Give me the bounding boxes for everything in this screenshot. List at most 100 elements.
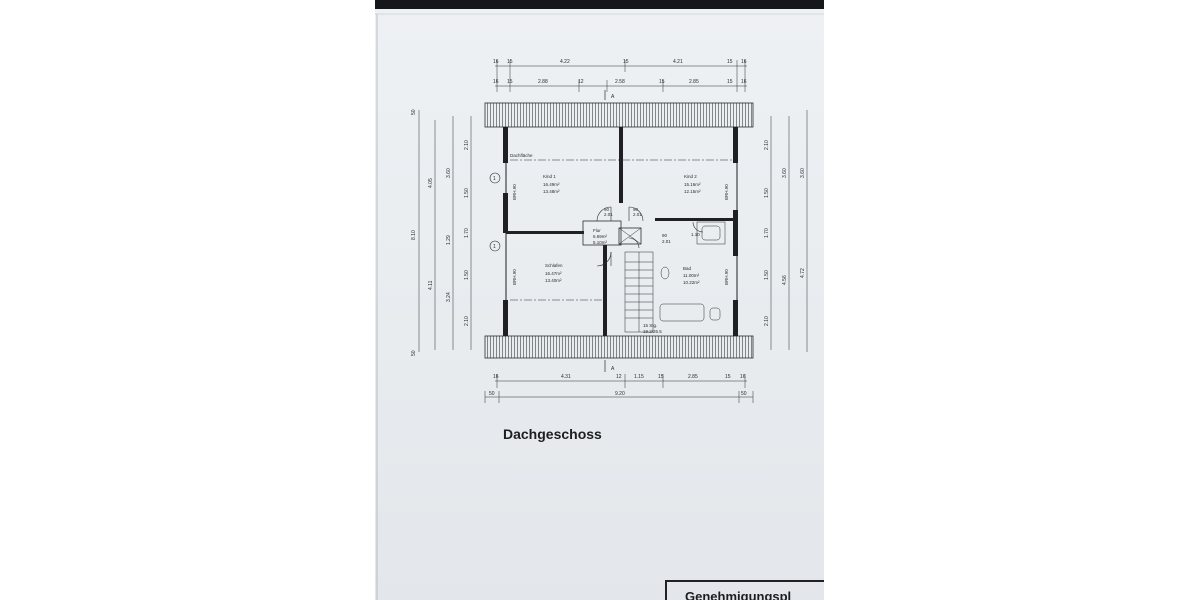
dim-right-mid: 4.56	[782, 275, 788, 285]
wall-segments	[503, 127, 738, 336]
stairs-count: 15 Stg.	[643, 323, 657, 328]
door-height-label: 2.01	[662, 239, 671, 244]
right-dimension-chain	[770, 110, 808, 352]
floor-plan-drawing: 16 15 4.22 15 4.21 15 16 16 15 2.88 12 2…	[375, 13, 824, 600]
stairs-ratio: 19.2/26.5	[643, 329, 662, 334]
section-mark-top: A	[604, 90, 615, 100]
dim-left-inner: 2.10	[464, 140, 470, 150]
room-name: Bad	[683, 266, 692, 271]
dim-left-outer: 8.10	[411, 230, 417, 240]
drawing-sheet: 16 15 4.22 15 4.21 15 16 16 15 2.88 12 2…	[375, 0, 824, 600]
dim-top2-1: 16	[493, 79, 499, 85]
parapet-label: BRH.90	[724, 184, 729, 200]
dim-right-inner: 1.50	[764, 270, 770, 280]
dim-top2-5: 2.58	[615, 79, 625, 85]
axis-marker-lower	[489, 240, 501, 252]
dim-right-outer: 4.72	[800, 268, 806, 278]
dim-top2-4: 12	[578, 79, 584, 85]
dim-top2-7: 2.85	[689, 79, 699, 85]
room-area: 16.47m²	[545, 271, 562, 276]
section-mark-label-top: A	[611, 94, 615, 100]
dim-left-mid: 4.05	[428, 178, 434, 188]
dim-top2-9: 16	[741, 79, 747, 85]
roof-eave-top	[484, 102, 754, 128]
axis-marker-upper	[489, 172, 501, 184]
dim-right-outer: 3.60	[800, 168, 806, 178]
dim-left-outer: 50	[411, 350, 417, 356]
dim-top-5: 4.21	[673, 59, 683, 65]
roof-line-label: Dachfläche	[510, 153, 533, 158]
dim-top2-6: 15	[659, 79, 665, 85]
dim-bottom-total: 9.20	[615, 391, 625, 397]
door-height-label: 2.01	[633, 212, 642, 217]
dim-right-inner: 2.10	[764, 140, 770, 150]
top-dimension-chain	[495, 60, 747, 92]
dim-top-1: 16	[493, 59, 499, 65]
bottom-dimension-chain	[484, 374, 754, 403]
room-area: 13.40m²	[545, 278, 562, 283]
parapet-label: BRH.90	[724, 269, 729, 285]
hall-outline	[582, 220, 622, 246]
dim-right-mid: 3.60	[782, 168, 788, 178]
door-height-label: 2.01	[604, 212, 613, 217]
dim-left-inner: 3.60	[446, 168, 452, 178]
room-area: 13.48m²	[543, 189, 560, 194]
parapet-label: BRH.90	[512, 269, 517, 285]
room-area: 5.10m²	[593, 240, 608, 245]
dim-bottom-6: 2.85	[688, 374, 698, 380]
room-kind2: Kind 2 15.16m² 12.15m²	[684, 174, 701, 194]
dim-left-outer: 50	[411, 109, 417, 115]
title-block-label: Genehmigungspl	[685, 589, 792, 600]
stair-opening	[618, 227, 642, 245]
bathroom-fixtures	[659, 221, 726, 322]
dim-bottom-4: 1.15	[634, 374, 644, 380]
dim-bottom-1: 16	[493, 374, 499, 380]
section-mark-label-bottom: A	[611, 366, 615, 372]
door-width-label: 90	[604, 207, 610, 212]
room-schlafen: Schlafen 16.47m² 13.40m²	[545, 263, 563, 283]
dim-left-inner: 1.50	[464, 270, 470, 280]
dim-top2-8: 15	[727, 79, 733, 85]
room-area: 16.49m²	[543, 182, 560, 187]
left-dimension-chain	[418, 110, 472, 352]
room-area: 15.16m²	[684, 182, 701, 187]
dim-right-inner: 1.50	[764, 188, 770, 198]
dim-left-inner: 1.70	[464, 228, 470, 238]
sheet-title: Dachgeschoss	[503, 426, 602, 442]
door-width-label: 90	[662, 233, 668, 238]
room-area: 11.00m²	[683, 273, 700, 278]
roof-eave-bottom	[484, 335, 754, 359]
dim-top2-3: 2.88	[538, 79, 548, 85]
room-kind1: Kind 1 16.49m² 13.48m²	[543, 174, 560, 194]
dim-right-inner: 2.10	[764, 316, 770, 326]
staircase	[624, 251, 654, 333]
dim-bottom-5: 15	[658, 374, 664, 380]
axis-marker-upper-label: 1	[493, 176, 496, 182]
room-flur: Flur 6.69m² 5.10m²	[593, 228, 608, 245]
dim-top2-2: 15	[507, 79, 513, 85]
dim-bottom-3: 12	[616, 374, 622, 380]
dark-top-edge	[375, 0, 824, 9]
dim-bottom-2: 4.31	[561, 374, 571, 380]
section-mark-bottom: A	[604, 360, 615, 372]
dim-bottom-8: 16	[740, 374, 746, 380]
room-area: 10.22m²	[683, 280, 700, 285]
room-area: 6.69m²	[593, 234, 608, 239]
door-width-label: 1.10	[691, 232, 700, 237]
dim-top-3: 4.22	[560, 59, 570, 65]
dim-top-4: 15	[623, 59, 629, 65]
dim-top-6: 15	[727, 59, 733, 65]
dim-bottom-7: 15	[725, 374, 731, 380]
room-area: 12.15m²	[684, 189, 701, 194]
room-name: Kind 1	[543, 174, 556, 179]
dim-top-7: 16	[741, 59, 747, 65]
dim-bottom-overhang-right: 50	[741, 391, 747, 397]
door-width-label: 90	[633, 207, 639, 212]
parapet-label: BRH.90	[512, 184, 517, 200]
room-name: Kind 2	[684, 174, 697, 179]
dim-left-mid: 4.11	[428, 280, 434, 290]
room-name: Flur	[593, 228, 601, 233]
dim-top-2: 15	[507, 59, 513, 65]
door-swings	[596, 206, 704, 267]
dim-left-inner: 1.29	[446, 235, 452, 245]
